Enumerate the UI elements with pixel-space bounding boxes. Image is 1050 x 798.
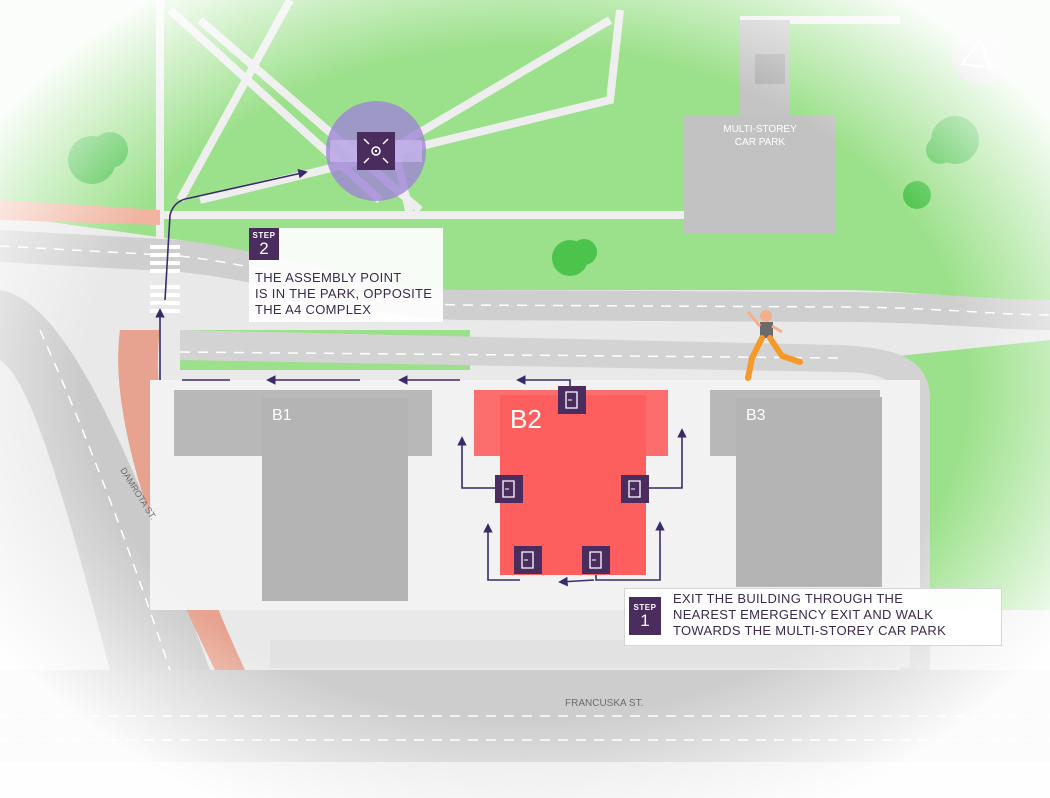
step-line: NEAREST EMERGENCY EXIT AND WALK <box>673 607 934 622</box>
step-line: THE A4 COMPLEX <box>255 302 372 317</box>
step-number: 1 <box>640 611 650 630</box>
step-word: STEP <box>633 603 657 612</box>
step-line: THE ASSEMBLY POINT <box>255 270 402 285</box>
step-number: 2 <box>259 239 269 258</box>
step-line: IS IN THE PARK, OPPOSITE <box>255 286 433 301</box>
step-1-text: EXIT THE BUILDING THROUGH THE NEAREST EM… <box>673 591 946 639</box>
step-1-badge: STEP 1 <box>629 597 661 635</box>
step-2-badge: STEP 2 <box>249 228 279 260</box>
step-word: STEP <box>252 231 276 240</box>
step-line: EXIT THE BUILDING THROUGH THE <box>673 591 904 606</box>
step-1-callout: STEP 1 EXIT THE BUILDING THROUGH THE NEA… <box>624 588 1002 646</box>
step-2-callout: STEP 2 THE ASSEMBLY POINT IS IN THE PARK… <box>249 228 443 322</box>
step-2-text: THE ASSEMBLY POINT IS IN THE PARK, OPPOS… <box>255 270 432 318</box>
step-line: TOWARDS THE MULTI-STOREY CAR PARK <box>673 623 947 638</box>
